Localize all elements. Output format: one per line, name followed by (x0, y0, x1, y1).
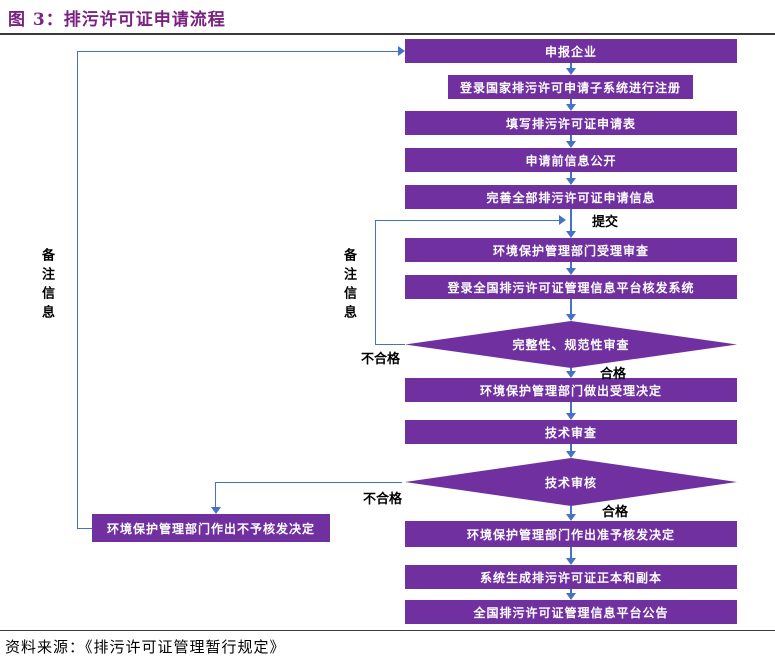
approve-issuance-box: 环境保护管理部门作出准予核发决定 (405, 521, 737, 547)
fail-label: 不合格 (363, 491, 403, 506)
reject-feedback-line (77, 51, 398, 52)
reject-issuance-box: 环境保护管理部门作出不予核发决定 (92, 514, 330, 542)
arrowhead-down-icon (566, 314, 576, 321)
applicant-box: 申报企业 (405, 39, 737, 63)
reject-feedback-line (77, 51, 78, 528)
arrow-line (570, 63, 572, 69)
technical-check-diamond: 技术审核 (405, 458, 737, 506)
arrowhead-down-icon (566, 231, 576, 238)
submit-label: 提交 (592, 214, 619, 229)
arrow-line (570, 547, 572, 559)
fail-label: 不合格 (361, 351, 401, 366)
acceptance-review-box: 环境保护管理部门受理审查 (405, 238, 737, 262)
arrow-line (570, 262, 572, 269)
acceptance-decision-box: 环境保护管理部门做出受理决定 (405, 378, 737, 402)
note-label-left: 备注信息 (40, 248, 55, 324)
figure-title: 图 3：排污许可证申请流程 (8, 10, 226, 30)
fail-to-reject-line (215, 482, 402, 483)
arrow-line (570, 444, 572, 452)
arrow-line (570, 402, 572, 414)
arrowhead-down-icon (566, 68, 576, 75)
generate-permit-box: 系统生成排污许可证正本和副本 (405, 565, 737, 589)
arrowhead-down-icon (566, 451, 576, 458)
resubmit-feedback-line (375, 344, 405, 345)
resubmit-feedback-line (375, 220, 376, 344)
fill-application-form-box: 填写排污许可证申请表 (405, 111, 737, 135)
complete-application-info-box: 完善全部排污许可证申请信息 (405, 185, 737, 209)
pre-application-disclosure-box: 申请前信息公开 (405, 148, 737, 172)
arrow-line (570, 299, 572, 315)
arrowhead-down-icon (566, 141, 576, 148)
pass-label: 合格 (602, 504, 629, 519)
arrow-line (570, 209, 572, 232)
arrowhead-down-icon (566, 104, 576, 111)
title-divider (0, 33, 775, 35)
arrowhead-right-icon (559, 215, 566, 225)
pass-label: 合格 (600, 366, 627, 381)
arrowhead-down-icon (566, 268, 576, 275)
platform-announcement-box: 全国排污许可证管理信息平台公告 (405, 600, 737, 624)
arrowhead-down-icon (566, 178, 576, 185)
arrow-line (570, 135, 572, 142)
arrow-line (570, 506, 572, 515)
arrowhead-down-icon (566, 593, 576, 600)
arrowhead-down-icon (211, 507, 221, 514)
reject-feedback-line (77, 528, 92, 529)
technical-review-box: 技术审查 (405, 420, 737, 444)
arrowhead-down-icon (566, 371, 576, 378)
arrow-line (570, 589, 572, 594)
arrow-line (570, 172, 572, 179)
arrowhead-down-icon (566, 514, 576, 521)
arrowhead-down-icon (566, 558, 576, 565)
arrow-line (570, 99, 572, 105)
note-label-middle: 备注信息 (342, 248, 357, 324)
source-divider (0, 630, 775, 631)
source-text: 资料来源：《排污许可证管理暂行规定》 (5, 638, 286, 656)
fail-to-reject-line (215, 482, 216, 507)
completeness-check-diamond: 完整性、规范性审查 (405, 321, 737, 368)
arrowhead-right-icon (398, 46, 405, 56)
arrow-line (570, 368, 572, 372)
resubmit-feedback-line (375, 220, 559, 221)
arrowhead-down-icon (566, 413, 576, 420)
register-subsystem-box: 登录国家排污许可申请子系统进行注册 (448, 75, 693, 99)
login-national-platform-box: 登录全国排污许可证管理信息平台核发系统 (405, 275, 737, 299)
